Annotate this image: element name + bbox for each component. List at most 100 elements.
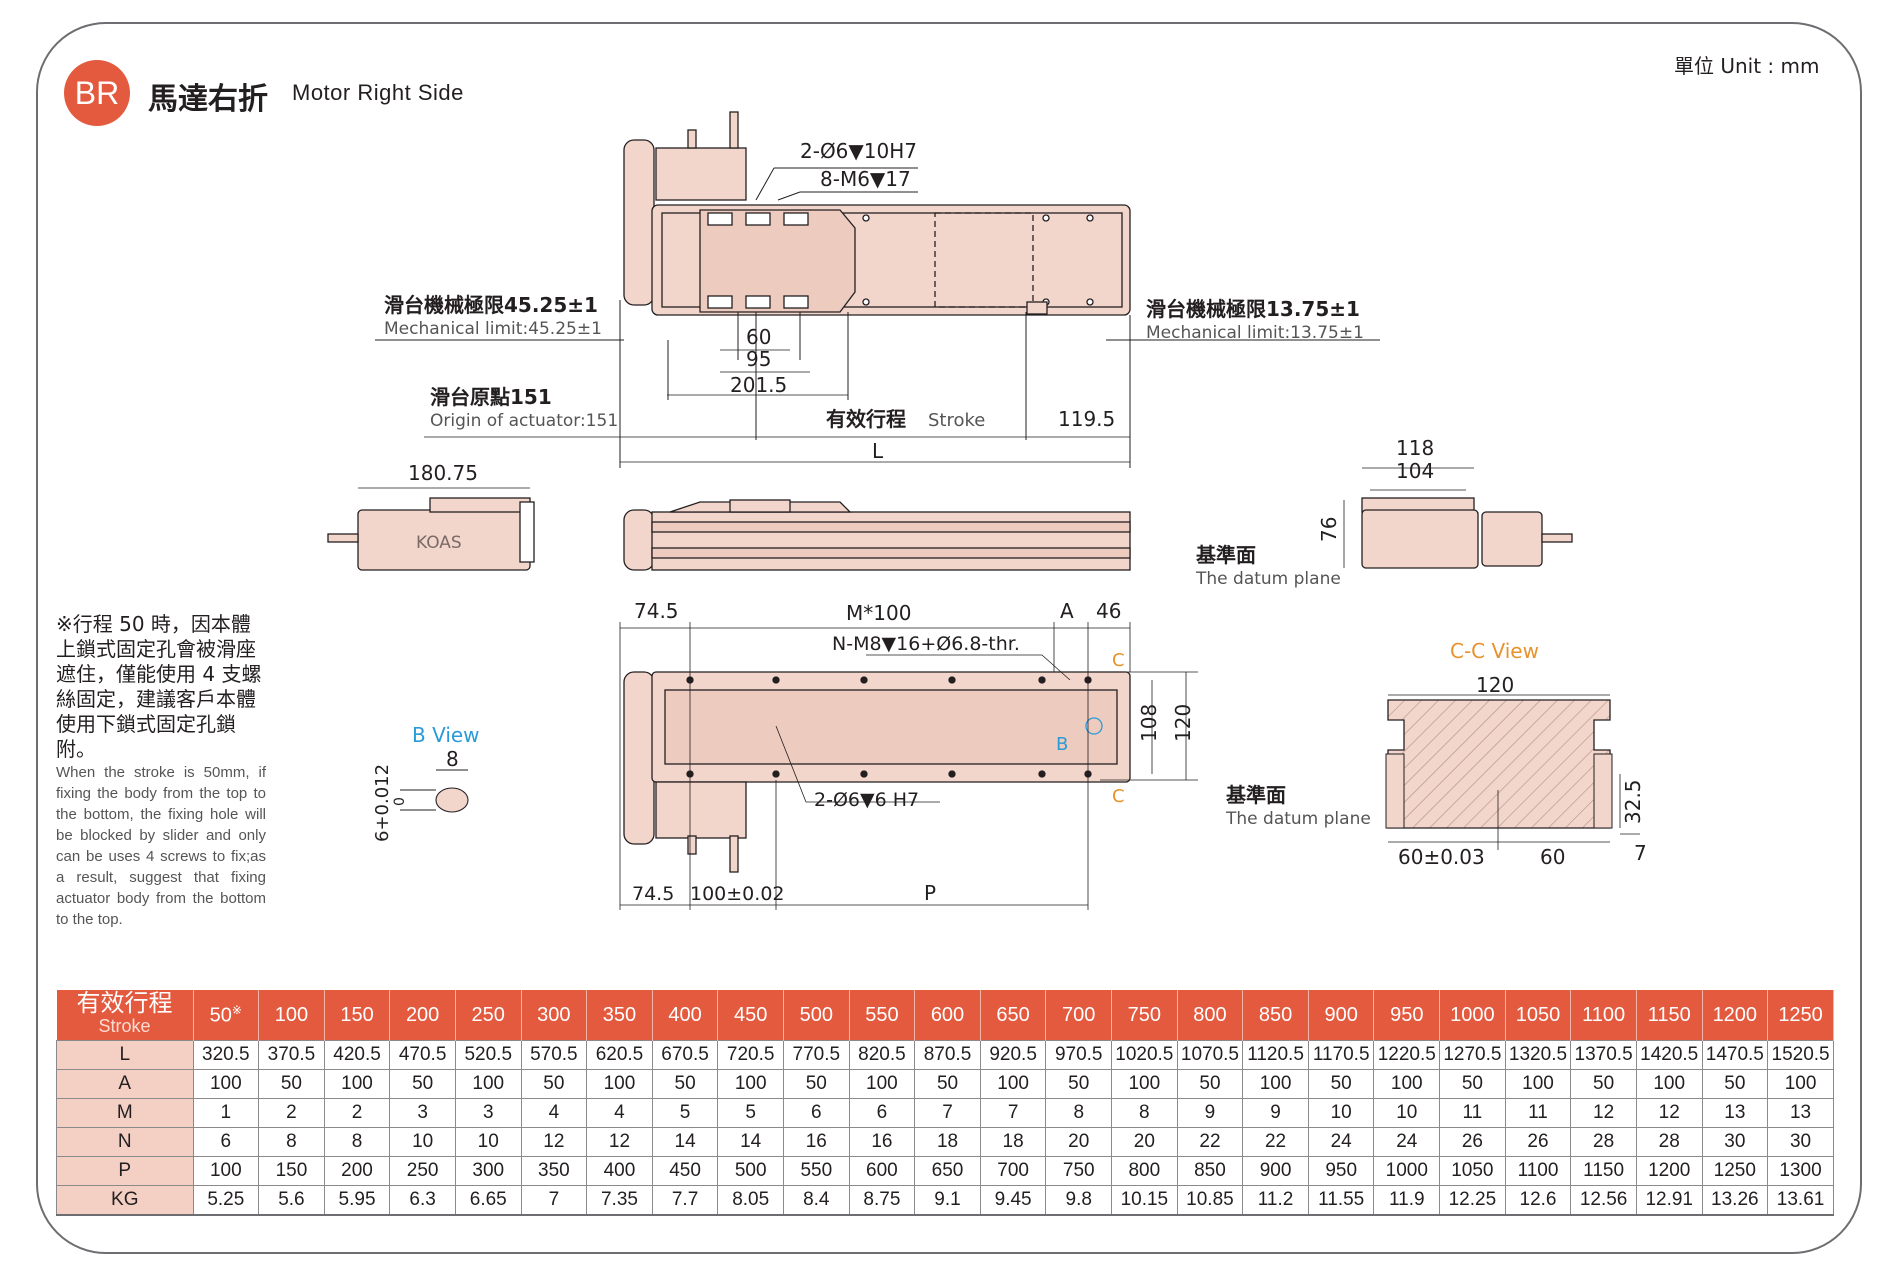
table-cell: 1220.5	[1373, 1040, 1441, 1070]
stroke-header-en: Stroke	[98, 1016, 151, 1036]
hole-callout-2b: 2-Ø6▼6 H7	[814, 789, 919, 811]
table-cell: 50	[258, 1069, 325, 1099]
table-cell: 8.75	[848, 1185, 916, 1216]
b-view-tol-low: 0	[392, 797, 408, 806]
stroke-header: 有效行程 Stroke	[56, 990, 194, 1041]
stroke-value: 1000	[1450, 1003, 1495, 1026]
table-cell: 28	[1570, 1127, 1637, 1157]
table-cell: 13.26	[1701, 1185, 1769, 1216]
stroke-col-header: 750	[1111, 990, 1178, 1041]
table-cell: 12.6	[1504, 1185, 1572, 1216]
table-cell: 9	[1176, 1098, 1244, 1128]
table-cell: 850	[1176, 1156, 1244, 1186]
table-cell: 470.5	[389, 1040, 456, 1070]
stroke-note-mark: ※	[231, 1002, 242, 1017]
stroke-col-header: 400	[652, 990, 719, 1041]
stroke-col-header: 1000	[1439, 990, 1506, 1041]
table-cell: 900	[1242, 1156, 1309, 1186]
page-title-en: Motor Right Side	[292, 80, 464, 105]
table-cell: 22	[1242, 1127, 1309, 1157]
stroke-col-header: 300	[521, 990, 588, 1041]
table-cell: 12.25	[1439, 1185, 1506, 1216]
row-label: N	[56, 1127, 194, 1157]
row-label: P	[56, 1156, 194, 1186]
table-cell: 7	[520, 1185, 588, 1216]
page-title-zh: 馬達右折	[148, 82, 268, 117]
table-cell: 5	[717, 1098, 784, 1128]
dim-46: 46	[1096, 599, 1121, 623]
table-cell: 7	[979, 1098, 1047, 1128]
table-cell: 4	[520, 1098, 588, 1128]
table-cell: 16	[848, 1127, 916, 1157]
table-cell: 1370.5	[1570, 1040, 1637, 1070]
table-cell: 5.25	[192, 1185, 260, 1216]
table-cell: 12	[586, 1127, 653, 1157]
table-cell: 50	[389, 1069, 456, 1099]
table-cell: 100	[848, 1069, 916, 1099]
table-cell: 100	[1635, 1069, 1703, 1099]
table-cell: 6	[192, 1127, 260, 1157]
stroke-col-header: 700	[1045, 990, 1113, 1041]
technical-drawing: 2-Ø6▼10H7 8-M6▼17 滑台機械極限45.25±1 Mechanic…	[327, 111, 1647, 910]
table-cell: 28	[1635, 1127, 1703, 1157]
stroke-value: 1250	[1778, 1003, 1823, 1026]
table-cell: 1120.5	[1242, 1040, 1309, 1070]
table-cell: 24	[1373, 1127, 1441, 1157]
stroke-col-header: 800	[1177, 990, 1244, 1041]
table-cell: 970.5	[1045, 1040, 1113, 1070]
table-cell: 12.91	[1635, 1185, 1703, 1216]
table-cell: 6	[782, 1098, 850, 1128]
table-cell: 1300	[1767, 1156, 1834, 1186]
table-cell: 1100	[1504, 1156, 1572, 1186]
table-cell: 1150	[1570, 1156, 1637, 1186]
datum-en-1: The datum plane	[1195, 569, 1341, 589]
table-cell: 9.45	[979, 1185, 1047, 1216]
table-cell: 570.5	[520, 1040, 588, 1070]
table-cell: 22	[1176, 1127, 1244, 1157]
stroke-col-header: 50※	[193, 990, 260, 1041]
dim-201-5: 201.5	[730, 373, 787, 397]
stroke-col-header: 100	[258, 990, 325, 1041]
stroke-header-zh: 有效行程	[76, 990, 173, 1017]
stroke-col-header: 850	[1242, 990, 1309, 1041]
stroke-col-header: 900	[1308, 990, 1375, 1041]
table-cell: 20	[1045, 1127, 1113, 1157]
table-cell: 820.5	[848, 1040, 916, 1070]
mech-limit-left-en: Mechanical limit:45.25±1	[384, 319, 602, 339]
table-cell: 100	[192, 1156, 260, 1186]
table-cell: 26	[1439, 1127, 1506, 1157]
table-cell: 370.5	[258, 1040, 325, 1070]
table-cell: 870.5	[914, 1040, 981, 1070]
table-cell: 5.95	[323, 1185, 391, 1216]
stroke-col-header: 150	[324, 990, 391, 1041]
stroke-col-header: 250	[455, 990, 522, 1041]
table-cell: 100	[586, 1069, 653, 1099]
table-cell: 9.8	[1045, 1185, 1113, 1216]
front-view	[623, 499, 1131, 571]
table-cell: 30	[1701, 1127, 1769, 1157]
table-cell: 14	[717, 1127, 784, 1157]
stroke-value: 800	[1193, 1003, 1227, 1026]
cc-view-title: C-C View	[1450, 639, 1539, 663]
dim-60: 60	[746, 325, 771, 349]
dim-L: L	[872, 439, 884, 463]
cc-dim-120: 120	[1476, 673, 1514, 697]
table-cell: 100	[1111, 1069, 1178, 1099]
table-cell: 50	[1176, 1069, 1244, 1099]
table-cell: 50	[1307, 1069, 1375, 1099]
hole-callout-N: N-M8▼16+Ø6.8-thr.	[832, 633, 1020, 655]
stroke-value: 100	[274, 1003, 309, 1026]
table-cell: 770.5	[782, 1040, 850, 1070]
table-cell: 8	[1045, 1098, 1113, 1128]
b-view-tol: 6+0.012	[372, 764, 393, 842]
dim-180-75: 180.75	[408, 461, 478, 485]
stroke-value: 550	[865, 1003, 899, 1026]
table-cell: 670.5	[651, 1040, 719, 1070]
table-cell: 720.5	[717, 1040, 784, 1070]
dim-120-bottom: 120	[1171, 704, 1195, 742]
table-cell: 2	[323, 1098, 391, 1128]
